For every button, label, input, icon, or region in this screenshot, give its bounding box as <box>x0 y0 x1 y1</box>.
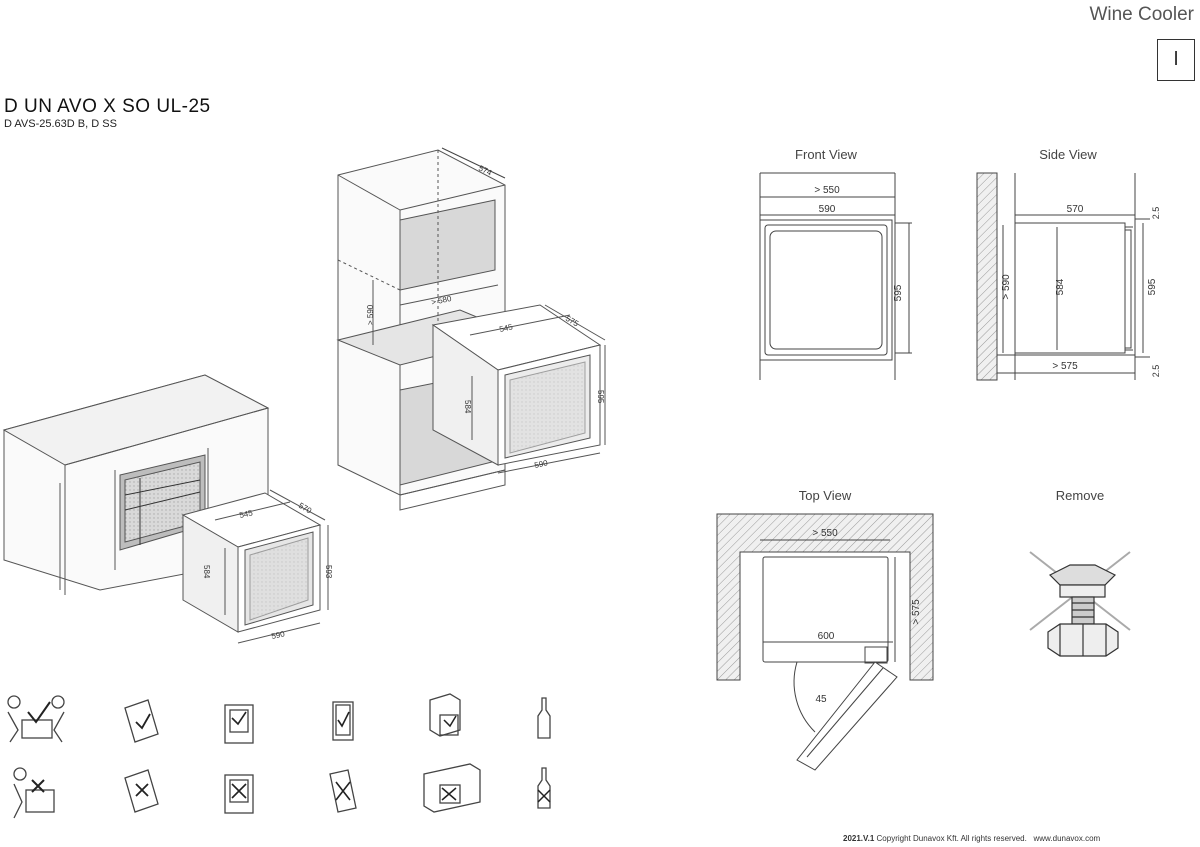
front-dim-590: 590 <box>819 204 836 215</box>
top-dim-600: 600 <box>818 631 835 642</box>
iso-dim-590: 590 <box>534 458 549 470</box>
footer-copyright: Copyright Dunavox Kft. All rights reserv… <box>876 834 1027 843</box>
footer-version: 2021.V.1 <box>843 834 875 843</box>
front-view-label: Front View <box>795 147 857 162</box>
small-dim-545: 545 <box>239 508 254 520</box>
bottle-no-icon <box>537 767 551 809</box>
model-subtitle: D AVS-25.63D B, D SS <box>4 118 117 130</box>
side-view-drawing: 570 2.5 > 590 584 595 > 575 2.5 <box>976 172 1161 381</box>
front-dim-595: 595 <box>893 284 904 301</box>
iso-dim-gt580: > 580 <box>431 294 453 307</box>
tilted-transport-icon <box>124 769 159 813</box>
side-dim-570: 570 <box>1067 204 1084 215</box>
instruction-pictograms <box>7 693 551 819</box>
side-dim-2-5-top: 2.5 <box>1151 207 1161 220</box>
side-dim-595: 595 <box>1147 278 1158 295</box>
top-view-label: Top View <box>798 488 852 503</box>
iso-installation-drawing: 574 > 580 > 590 545 575 584 595 590 545 … <box>2 147 606 644</box>
small-dim-590: 590 <box>271 629 286 641</box>
one-person-lift-icon <box>13 767 55 819</box>
tilted-appliance-icon <box>329 769 357 813</box>
front-view-drawing: > 550 590 595 <box>759 172 912 380</box>
side-view-label: Side View <box>1039 147 1097 162</box>
small-dim-584: 584 <box>202 565 211 579</box>
top-view-drawing: > 550 600 > 575 45 <box>716 513 934 771</box>
built-in-cabinet-icon <box>429 693 461 737</box>
top-dim-gt575: > 575 <box>911 599 922 625</box>
side-dim-gt590: > 590 <box>1001 274 1012 300</box>
iso-dim-gt590: > 590 <box>366 304 375 325</box>
footer-website: www.dunavox.com <box>1033 834 1101 843</box>
level-appliance-icon <box>332 701 354 741</box>
version-box: I <box>1157 39 1195 81</box>
model-title: D UN AVO X SO UL-25 <box>4 96 211 117</box>
side-dim-gt575: > 575 <box>1052 361 1078 372</box>
top-dim-gt550: > 550 <box>812 528 838 539</box>
bottle-upright-icon <box>537 697 551 739</box>
iso-dim-595: 595 <box>596 390 605 404</box>
packed-box-icon <box>224 704 254 744</box>
upright-transport-icon <box>124 699 159 743</box>
small-dim-593: 593 <box>324 565 333 579</box>
category-label: Wine Cooler <box>1089 4 1194 25</box>
front-dim-gt550: > 550 <box>814 185 840 196</box>
remove-label: Remove <box>1055 488 1105 503</box>
iso-dim-545: 545 <box>499 322 514 334</box>
top-dim-45: 45 <box>815 694 827 705</box>
remove-foot-drawing <box>1029 551 1131 657</box>
copyright-footer: 2021.V.1 Copyright Dunavox Kft. All righ… <box>843 834 1100 843</box>
cabinet-wrong-install-icon <box>423 763 481 813</box>
side-dim-2-5-bottom: 2.5 <box>1151 365 1161 378</box>
iso-dim-584: 584 <box>463 400 472 414</box>
unpacked-box-icon <box>224 774 254 814</box>
side-dim-584: 584 <box>1055 278 1066 295</box>
two-person-lift-icon <box>7 695 65 743</box>
